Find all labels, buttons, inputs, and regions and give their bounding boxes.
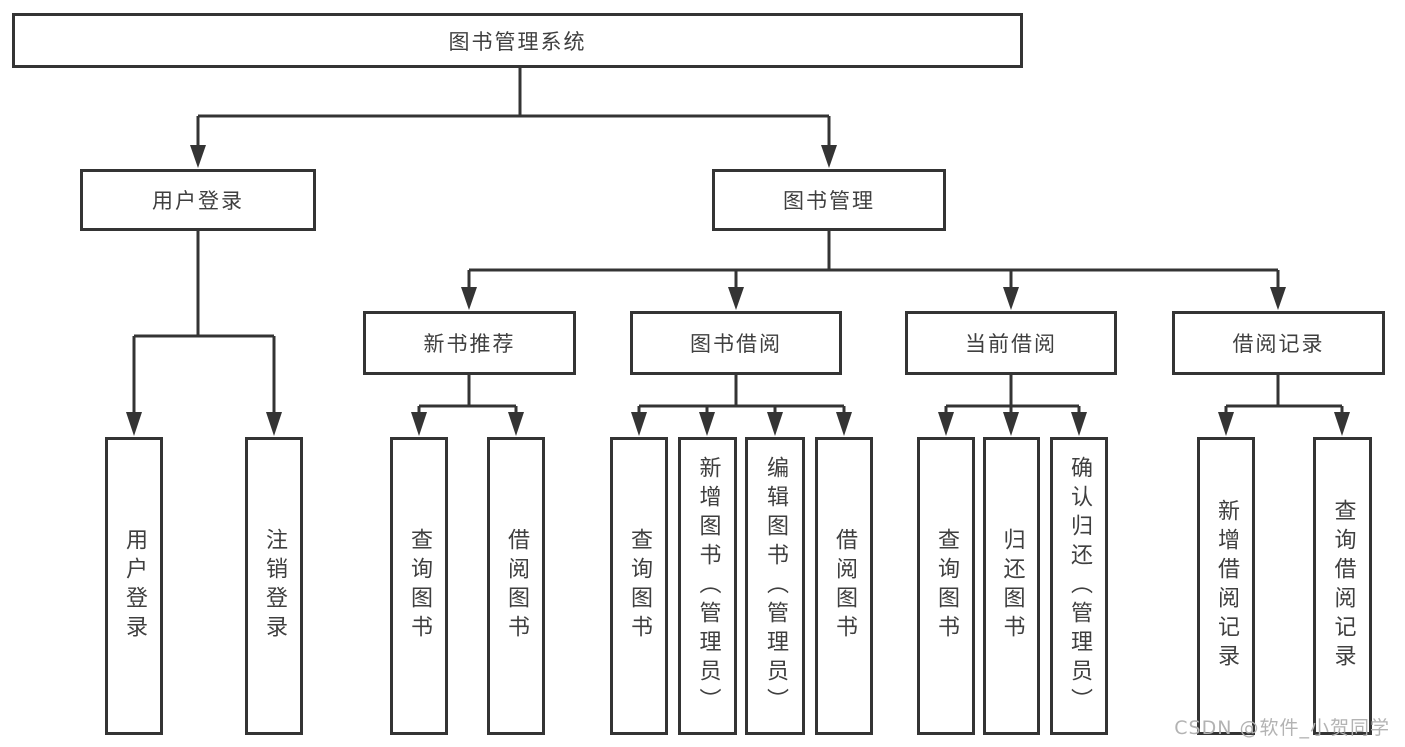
leaf-recommend-query-books: 查询图书 [390, 437, 448, 735]
node-current-borrowing: 当前借阅 [905, 311, 1117, 375]
leaf-recommend-borrow-books: 借阅图书 [487, 437, 545, 735]
leaf-borrowing-query-books: 查询图书 [610, 437, 668, 735]
node-borrow-records: 借阅记录 [1172, 311, 1385, 375]
node-library-management-system: 图书管理系统 [12, 13, 1023, 68]
node-user-login: 用户登录 [80, 169, 316, 231]
arrowheads [126, 145, 1350, 436]
watermark: CSDN @软件_小贺同学 [1174, 717, 1390, 739]
leaf-records-add-record: 新增借阅记录 [1197, 437, 1255, 735]
leaf-borrowing-edit-books-admin: 编辑图书（管理员） [745, 437, 805, 735]
node-book-management: 图书管理 [712, 169, 946, 231]
leaf-borrowing-add-books-admin: 新增图书（管理员） [678, 437, 737, 735]
leaf-current-confirm-return-admin: 确认归还（管理员） [1050, 437, 1108, 735]
leaf-logout: 注销登录 [245, 437, 303, 735]
leaf-borrowing-borrow-books: 借阅图书 [815, 437, 873, 735]
leaf-records-query-record: 查询借阅记录 [1313, 437, 1372, 735]
node-book-borrowing: 图书借阅 [630, 311, 842, 375]
leaf-current-return-books: 归还图书 [983, 437, 1040, 735]
leaf-current-query-books: 查询图书 [917, 437, 975, 735]
leaf-user-login: 用户登录 [105, 437, 163, 735]
node-new-book-recommend: 新书推荐 [363, 311, 576, 375]
